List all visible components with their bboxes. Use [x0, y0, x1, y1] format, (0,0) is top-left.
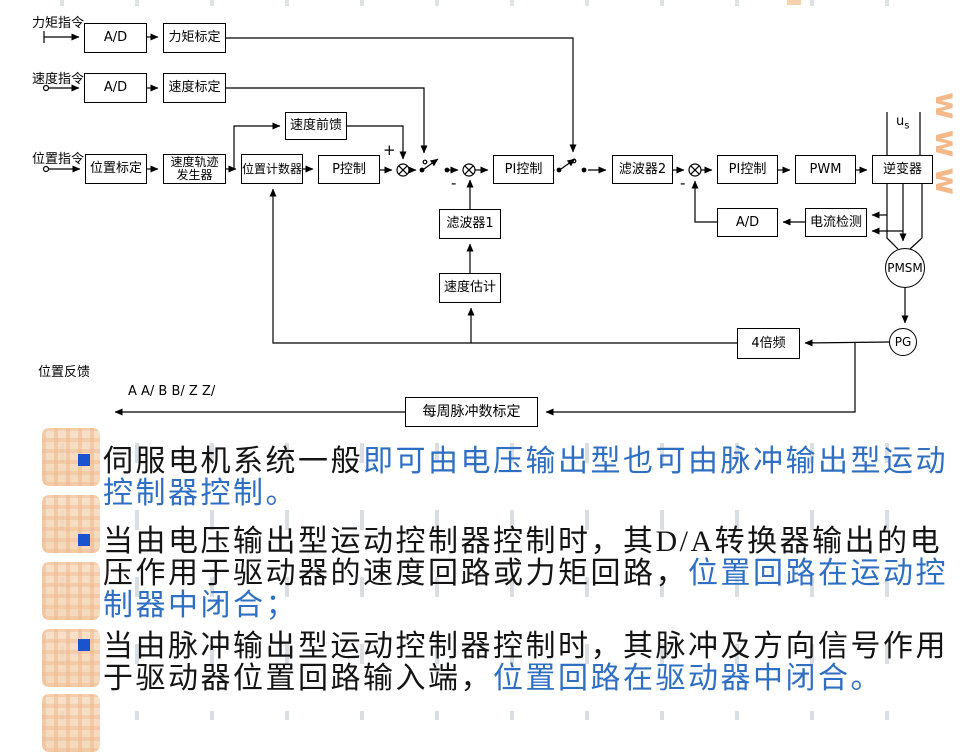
block-speed-estimation: 速度估计: [439, 273, 501, 303]
block-pi-control-speed: PI控制: [493, 155, 554, 184]
block-current-detection: 电流检测: [805, 208, 867, 237]
block-speed-trajectory-generator: 速度轨迹 发生器: [163, 154, 226, 184]
mode-switch-1: [419, 158, 450, 173]
label-position-command: 位置指令: [32, 152, 85, 167]
block-position-counter: 位置计数器: [241, 154, 303, 184]
slide-body-text: 伺服电机系统一般即可由电压输出型也可由脉冲输出型运动控制器控制。 当由电压输出型…: [76, 446, 950, 695]
block-position-calibration: 位置标定: [85, 154, 147, 184]
block-ad-torque: A/D: [84, 23, 147, 53]
block-filter1: 滤波器1: [439, 209, 501, 239]
label-speed-command: 速度指令: [32, 72, 85, 87]
watermark-orange-fragment: [787, 0, 801, 5]
label-torque-command: 力矩指令: [32, 16, 85, 31]
block-speed-calibration: 速度标定: [163, 73, 226, 103]
label-encoder-signals: A A/ B B/ Z Z/: [128, 384, 216, 399]
trajectory-line2: 发生器: [176, 168, 213, 182]
bullet-marker: [78, 454, 90, 466]
minus-sign: -: [680, 174, 686, 192]
bullet-marker: [78, 534, 90, 546]
label-us-voltage: us: [896, 114, 910, 132]
diagram-connectors: [42, 31, 923, 416]
label-position-feedback: 位置反馈: [38, 365, 91, 380]
plus-sign: +: [383, 141, 396, 159]
block-quadrature-multiplier: 4倍频: [737, 328, 800, 359]
watermark-side-text: www: [928, 92, 960, 206]
node-pg-encoder: PG: [889, 328, 917, 356]
summing-junction: [462, 163, 476, 177]
block-pulses-per-rev-calibration: 每周脉冲数标定: [405, 397, 538, 427]
bullet-item-3: 当由脉冲输出型运动控制器控制时，其脉冲及方向信号作用于驱动器位置回路输入端，位置…: [76, 631, 950, 695]
servo-block-diagram: 力矩指令 速度指令 位置指令 位置反馈 A A/ B B/ Z Z/ us + …: [32, 16, 933, 427]
bullet-marker: [78, 639, 90, 651]
block-speed-feedforward: 速度前馈: [285, 112, 347, 140]
mode-switch-2: [556, 158, 587, 173]
block-filter2: 滤波器2: [612, 155, 673, 184]
block-ad-current: A/D: [717, 208, 778, 237]
minus-sign: -: [451, 174, 457, 192]
summing-junction: [396, 163, 410, 177]
bullet-item-2: 当由电压输出型运动控制器控制时，其D/A转换器输出的电压作用于驱动器的速度回路或…: [76, 526, 950, 622]
block-torque-calibration: 力矩标定: [163, 23, 226, 53]
block-inverter: 逆变器: [872, 155, 933, 184]
summing-junction: [688, 163, 702, 177]
bullet3-blue-text: 位置回路在驱动器中闭合。: [493, 662, 883, 695]
node-pmsm-motor: PMSM: [885, 248, 925, 288]
block-ad-speed: A/D: [84, 73, 147, 103]
seal-stamp-watermark: [42, 694, 100, 752]
block-p-control: P控制: [318, 155, 380, 184]
block-pi-control-current: PI控制: [717, 155, 778, 184]
trajectory-line1: 速度轨迹: [170, 155, 219, 170]
block-pwm: PWM: [795, 155, 856, 184]
bullet-item-1: 伺服电机系统一般即可由电压输出型也可由脉冲输出型运动控制器控制。: [76, 446, 950, 510]
bullet1-black-text: 伺服电机系统一般: [103, 445, 363, 478]
